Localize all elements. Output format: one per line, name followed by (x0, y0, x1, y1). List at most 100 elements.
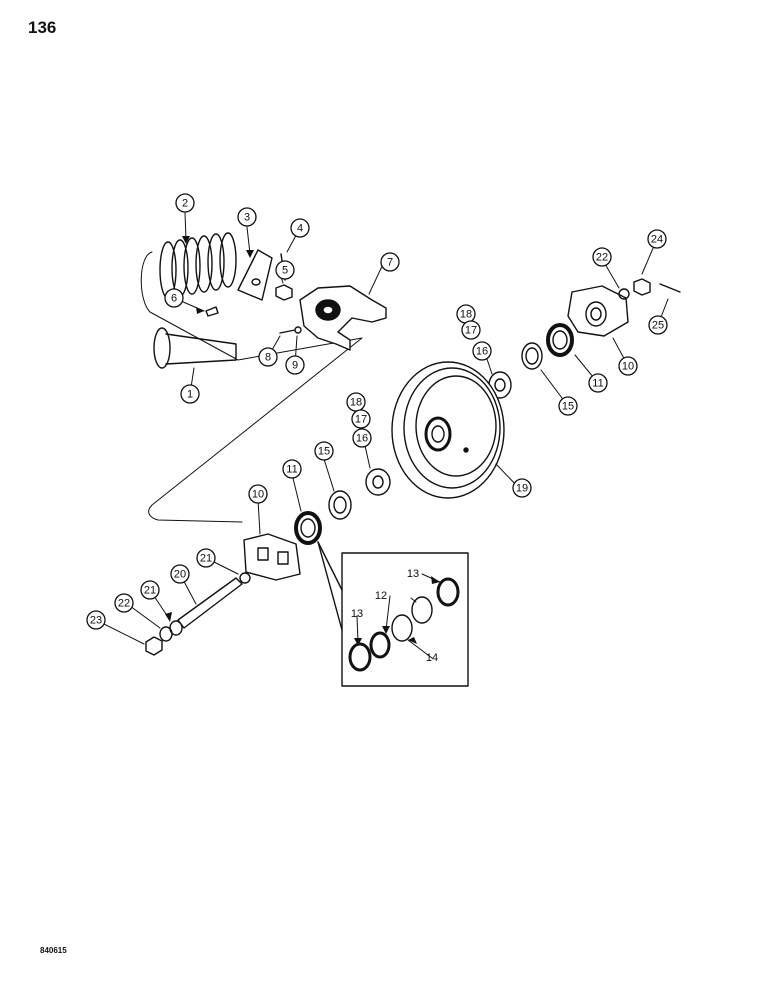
callout-1: 1 (180, 384, 200, 404)
callout-circle (512, 478, 532, 498)
guide-rod (153, 327, 237, 369)
callout-circle (237, 207, 257, 227)
callout-circle (558, 396, 578, 416)
washer-22-lower (159, 626, 173, 642)
callout-25: 25 (648, 315, 668, 335)
yoke-assembly (299, 285, 387, 351)
callout-text: 22 (596, 252, 608, 264)
callout-16: 16 (352, 428, 372, 448)
callout-11: 11 (282, 459, 302, 479)
callout-text: 20 (174, 569, 186, 581)
callout-text: 18 (350, 397, 362, 409)
callout-circle (175, 193, 195, 213)
callout-6: 6 (164, 288, 184, 308)
callout-11: 11 (588, 373, 608, 393)
callout-text: 15 (318, 446, 330, 458)
callout-circle (472, 341, 492, 361)
callout-text: 16 (356, 433, 368, 445)
callout-3: 3 (237, 207, 257, 227)
callout-19: 19 (512, 478, 532, 498)
nut-4 (275, 284, 293, 301)
callout-22: 22 (114, 593, 134, 613)
callout-text: 11 (286, 464, 297, 476)
callout-text: 25 (652, 320, 664, 332)
callout-circle (196, 548, 216, 568)
callout-text: 10 (622, 361, 634, 373)
callout-5: 5 (275, 260, 295, 280)
shaft-20 (177, 577, 243, 629)
callout-circle (180, 384, 200, 404)
inset-ring-12a (411, 596, 433, 624)
inset-ring-13a (436, 577, 460, 607)
callout-text: 19 (516, 483, 528, 495)
callout-8: 8 (258, 347, 278, 367)
callout-circle (592, 247, 612, 267)
bolt-6 (205, 306, 219, 317)
callout-text: 23 (90, 615, 102, 627)
inset-ring-12b (369, 631, 391, 659)
figure-code: 840615 (40, 946, 67, 955)
callout-circle (285, 355, 305, 375)
callout-circle (140, 580, 160, 600)
callout-text: 1 (187, 389, 193, 401)
leader-arrows (165, 236, 440, 646)
callout-text: 2 (182, 198, 188, 210)
callout-4: 4 (290, 218, 310, 238)
ring-21-upper (239, 572, 251, 584)
collar-lower (328, 490, 352, 520)
callout-circle (352, 428, 372, 448)
callout-circle (275, 260, 295, 280)
callout-text: 3 (244, 212, 250, 224)
callout-20: 20 (170, 564, 190, 584)
callout-text: 15 (562, 401, 574, 413)
callout-circle (282, 459, 302, 479)
inset-label-14: 14 (426, 652, 438, 664)
bearing-lower (365, 468, 391, 496)
callout-circle (380, 252, 400, 272)
callout-circle (314, 441, 334, 461)
page-number: 136 (28, 18, 57, 37)
washer-9 (294, 326, 302, 334)
assembly-outline (140, 251, 363, 523)
callout-15: 15 (314, 441, 334, 461)
inset-label-12: 12 (375, 590, 387, 602)
callout-text: 21 (200, 553, 212, 565)
inset-ring-13b (348, 642, 372, 672)
callout-circle (86, 610, 106, 630)
washer-22-upper (618, 288, 630, 300)
idler-wheel (391, 361, 505, 499)
callout-10: 10 (618, 356, 638, 376)
callout-circle (461, 320, 481, 340)
callout-circle (647, 229, 667, 249)
inset-label-13: 13 (351, 608, 363, 620)
callout-24: 24 (647, 229, 667, 249)
callout-text: 24 (651, 234, 663, 246)
callout-21: 21 (196, 548, 216, 568)
callout-text: 9 (292, 360, 298, 372)
callout-22: 22 (592, 247, 612, 267)
spring-plate (237, 249, 273, 301)
callout-16: 16 (472, 341, 492, 361)
callout-circle (351, 409, 371, 429)
bolt-8 (279, 329, 296, 334)
callout-17: 17 (461, 320, 481, 340)
callout-circle (258, 347, 278, 367)
callout-text: 22 (118, 598, 130, 610)
callout-circle (164, 288, 184, 308)
inset-leader-b (317, 541, 343, 631)
callout-text: 17 (465, 325, 477, 337)
bearing-block-upper (567, 285, 629, 337)
callout-circle (248, 484, 268, 504)
seal-upper (546, 323, 574, 357)
collar-upper (521, 342, 543, 370)
callout-21: 21 (140, 580, 160, 600)
callout-text: 18 (460, 309, 472, 321)
recoil-spring (159, 232, 237, 299)
callout-text: 11 (592, 378, 603, 390)
callout-text: 21 (144, 585, 156, 597)
callout-9: 9 (285, 355, 305, 375)
callout-23: 23 (86, 610, 106, 630)
callout-circle (618, 356, 638, 376)
callout-text: 16 (476, 346, 488, 358)
